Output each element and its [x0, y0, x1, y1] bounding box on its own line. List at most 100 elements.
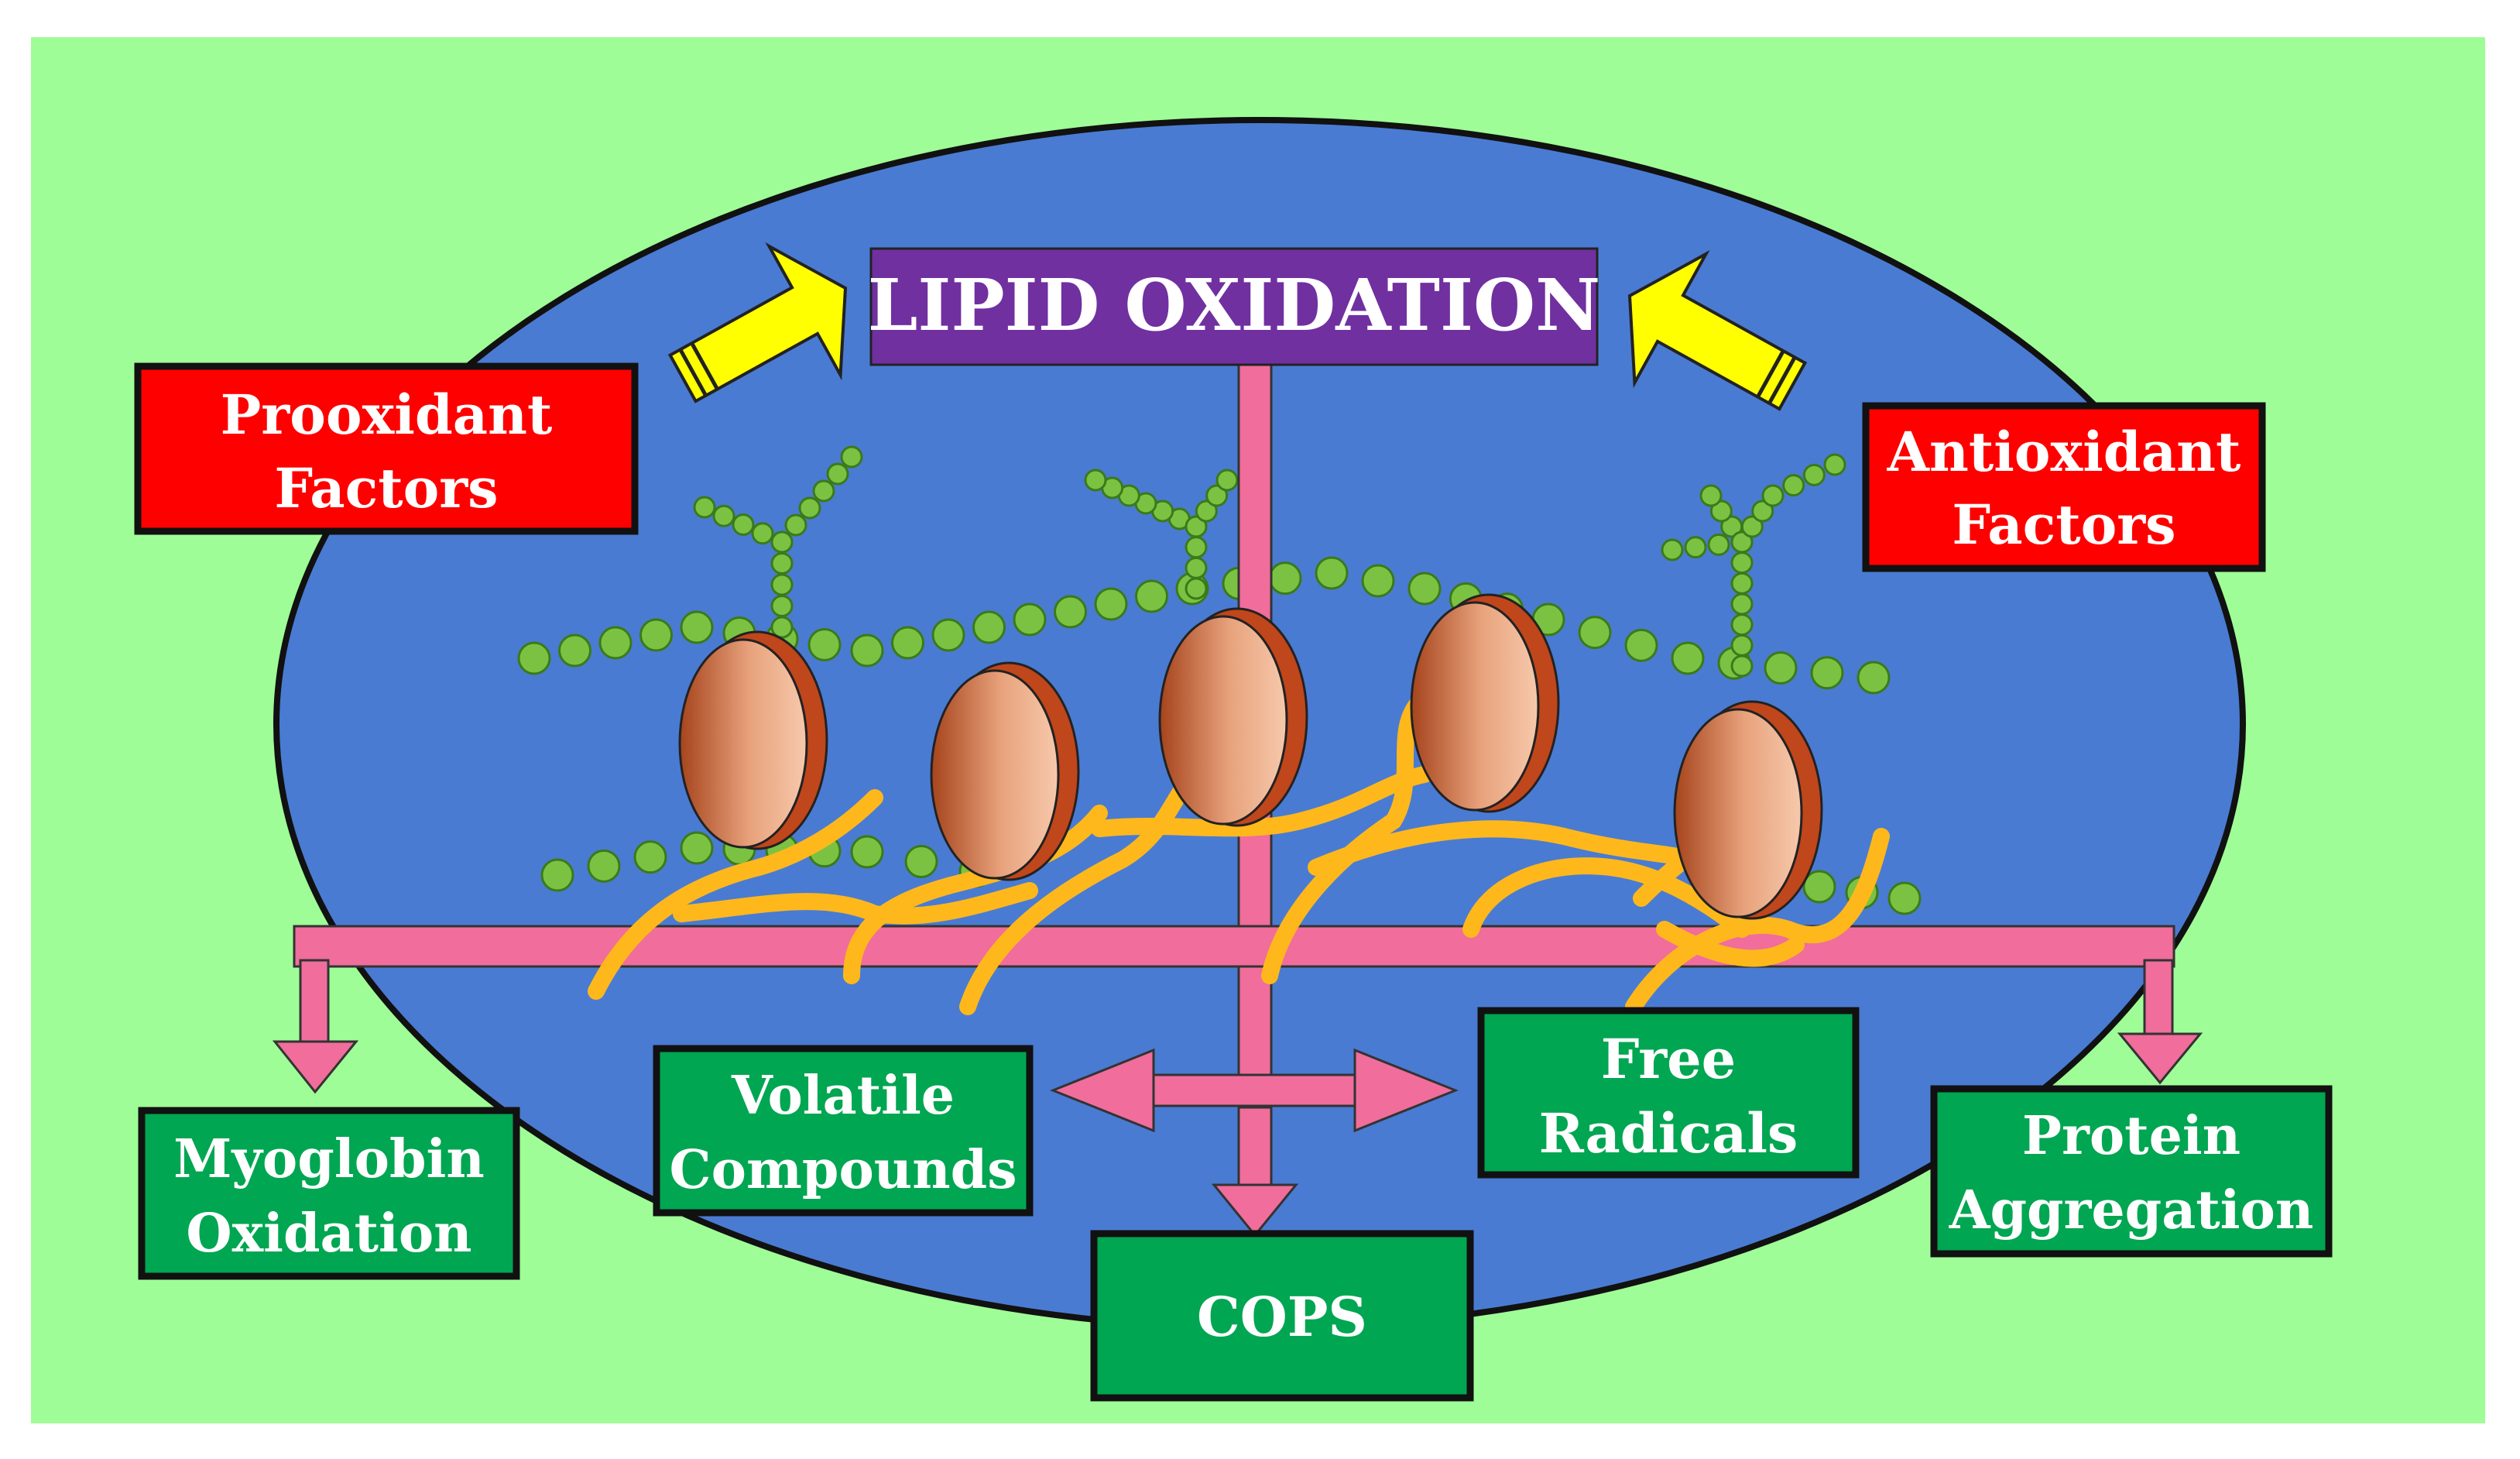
prooxidant-factors-box: Prooxidant Factors: [134, 362, 639, 535]
lipid-bead: [784, 513, 807, 537]
lipid-bead: [633, 840, 667, 874]
lipid-bead: [1730, 551, 1754, 575]
lipid-bead: [1578, 616, 1612, 650]
lipid-bead: [1730, 633, 1754, 657]
lipid-bead: [1084, 469, 1107, 492]
lipid-bead: [1857, 661, 1891, 695]
myoglobin-label-line2: Oxidation: [186, 1203, 471, 1265]
lipid-bead: [770, 573, 794, 596]
lipid-bead: [812, 479, 835, 503]
lipid-bead: [1730, 592, 1754, 616]
lipid-bead: [770, 552, 794, 575]
lipid-bead: [680, 831, 714, 865]
lipid-bead: [1185, 577, 1208, 600]
lipid-bead: [1740, 515, 1764, 538]
antioxidant-arrow: [1627, 249, 1808, 411]
prooxidant-label-line1: Prooxidant: [221, 383, 553, 447]
lipid-bead: [598, 626, 633, 660]
lipid-bead: [807, 628, 842, 661]
lipid-oxidation-box: LIPID OXIDATION: [868, 247, 1601, 366]
cops-box: COPS: [1090, 1230, 1474, 1402]
lipid-bead: [732, 513, 755, 536]
free-radicals-label-line2: Radicals: [1539, 1101, 1798, 1165]
cell-disc: [1673, 700, 1823, 920]
lipid-bead: [798, 496, 821, 520]
lipid-bead: [1810, 656, 1844, 690]
cell-disc: [1410, 593, 1560, 813]
lipid-bead: [1782, 474, 1805, 497]
prooxidant-arrow: [667, 242, 848, 403]
lipid-bead: [770, 595, 794, 617]
lipid-bead: [850, 633, 884, 668]
lipid-bead: [1013, 602, 1047, 637]
lipid-bead: [1730, 572, 1754, 595]
lipid-bead: [1268, 561, 1302, 596]
free-radicals-label-line1: Free: [1601, 1027, 1736, 1091]
lipid-bead: [1671, 641, 1705, 675]
lipid-bead: [1361, 564, 1395, 598]
lipid-bead: [517, 641, 551, 675]
red-cell-discs: [678, 593, 1823, 920]
lipid-bead: [1205, 484, 1229, 507]
lipid-bead: [891, 626, 924, 660]
lipid-bead: [712, 504, 735, 527]
myoglobin-oxidation-box: Myoglobin Oxidation: [138, 1107, 520, 1280]
lipid-bead: [751, 522, 774, 545]
lipid-bead: [1624, 628, 1658, 662]
lipid-bead: [850, 835, 884, 869]
lipid-bead: [826, 462, 849, 486]
volatile-compounds-box: Volatile Compounds: [653, 1045, 1034, 1217]
antioxidant-label-line1: Antioxidant: [1887, 420, 2241, 484]
lipid-bead: [558, 633, 591, 668]
lipid-bead: [1707, 533, 1730, 556]
lipid-bead: [1699, 484, 1723, 507]
lipid-bead: [1751, 499, 1774, 523]
lipid-bead: [639, 618, 673, 652]
lipid-bead: [931, 618, 965, 652]
lipid-bead: [540, 858, 574, 892]
lipid-bead: [587, 849, 621, 883]
lipid-bead: [693, 496, 716, 519]
lipid-bead: [1054, 595, 1087, 629]
protein-label-line2: Aggregation: [1949, 1179, 2314, 1241]
lipid-bead: [1407, 572, 1442, 606]
lipid-bead: [1730, 530, 1754, 554]
cops-label: COPS: [1197, 1285, 1367, 1349]
lipid-bead: [1094, 587, 1128, 621]
lipid-bead: [1730, 613, 1754, 637]
lipid-bead: [1684, 536, 1707, 559]
volatile-label-line1: Volatile: [731, 1065, 955, 1127]
lipid-oxidation-title: LIPID OXIDATION: [868, 263, 1601, 347]
lipid-bead: [1802, 870, 1836, 904]
lipid-bead: [1185, 536, 1208, 559]
lipid-bead: [1185, 515, 1208, 538]
protein-aggregation-box: Protein Aggregation: [1930, 1085, 2333, 1258]
lipid-bead: [680, 610, 714, 644]
lipid-bead: [972, 610, 1006, 644]
prooxidant-label-line2: Factors: [274, 456, 498, 520]
lipid-bead: [1887, 881, 1922, 915]
lipid-bead: [1195, 499, 1218, 523]
lipid-bead: [1802, 463, 1826, 486]
lipid-bead: [1661, 538, 1684, 561]
antioxidant-factors-box: Antioxidant Factors: [1862, 402, 2266, 572]
lipid-bead: [1215, 469, 1239, 492]
antioxidant-label-line2: Factors: [1952, 493, 2175, 557]
lipid-bead: [840, 445, 863, 469]
lipid-bead: [1823, 453, 1846, 476]
cell-disc: [930, 661, 1080, 881]
cell-disc: [1158, 607, 1308, 827]
lipid-bead: [904, 845, 938, 878]
lipid-bead: [770, 530, 794, 554]
lipid-bead: [1764, 651, 1798, 685]
lipid-bead: [1185, 556, 1208, 579]
lipid-bead: [1315, 556, 1349, 590]
cell-disc: [678, 630, 828, 850]
lipid-bead: [1761, 484, 1785, 507]
protein-label-line1: Protein: [2022, 1105, 2241, 1167]
lipid-bead: [1135, 579, 1168, 613]
lipid-bead: [1709, 499, 1733, 523]
protein-fibers: [588, 696, 1890, 1015]
